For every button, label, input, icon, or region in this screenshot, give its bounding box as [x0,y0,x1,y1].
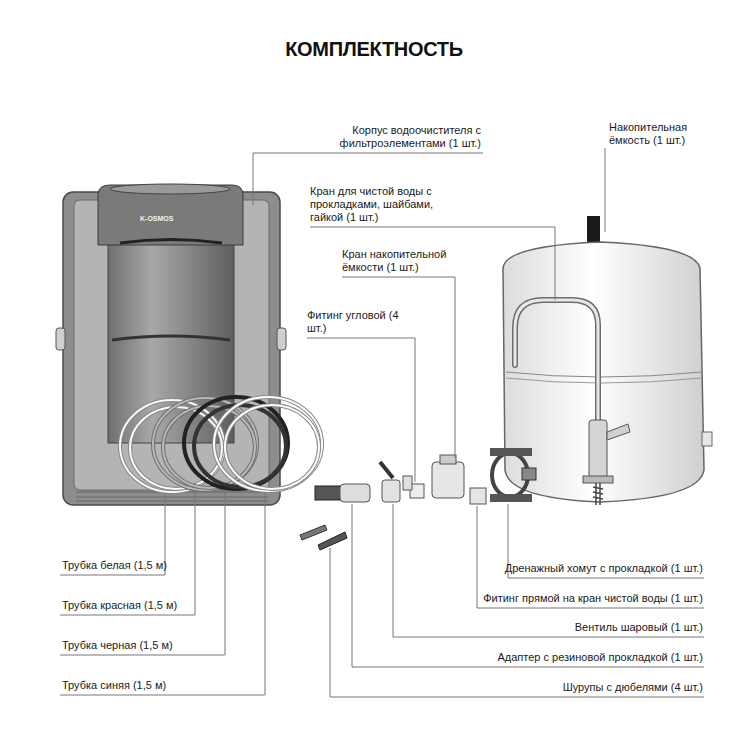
part-label: Трубка красная (1,5 м) [62,599,177,612]
part-label: Адаптер с резиновой прокладкой (1 шт.) [497,651,703,664]
tube-coils [120,397,322,492]
part-label: Вентиль шаровый (1 шт.) [575,621,703,634]
part-label: Шурупы с дюбелями (4 шт.) [563,681,703,694]
clean-water-faucet [515,300,630,505]
part-label: Кран накопительной ёмкости (1 шт.) [342,248,454,274]
part-label: Накопительная ёмкость (1 шт.) [609,121,704,147]
part-label: Фитинг угловой (4 шт.) [307,309,402,335]
part-label: Корпус водоочистителя с фильтроэлементам… [331,124,481,150]
filter-housing [56,184,286,505]
fittings [300,448,536,550]
part-label: Трубка черная (1,5 м) [62,639,173,652]
page-title: КОМПЛЕКТНОСТЬ [0,38,748,61]
brand-logo: K-OSMOS [140,215,173,223]
storage-tank [503,216,712,502]
part-label: Трубка синяя (1,5 м) [62,679,166,692]
part-label: Кран для чистой воды с прокладками, шайб… [310,185,460,224]
part-label: Дренажный хомут с прокладкой (1 шт.) [505,562,703,575]
part-label: Фитинг прямой на кран чистой воды (1 шт.… [483,592,703,605]
part-label: Трубка белая (1,5 м) [62,559,167,572]
leader-lines [60,148,704,697]
